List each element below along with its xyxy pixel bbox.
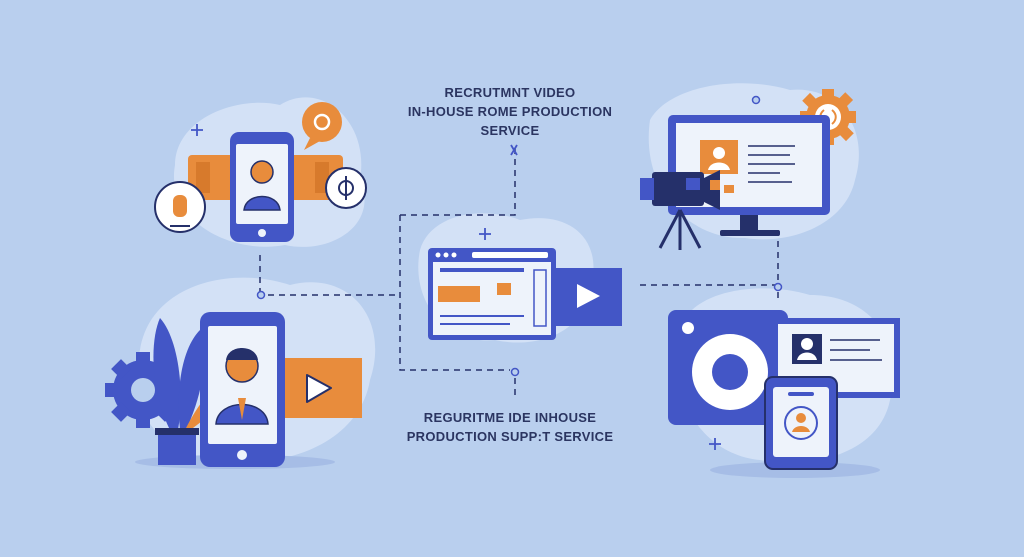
video-camera-icon (640, 170, 734, 250)
caption-top: RECRUTMNT VIDEO IN-HOUSE ROME PRODUCTION… (360, 83, 660, 140)
microphone-icon (154, 181, 206, 233)
browser-window-icon (428, 248, 556, 340)
plant-icon (153, 318, 225, 465)
caption-top-line-2: IN-HOUSE ROME PRODUCTION (407, 104, 613, 119)
camera-lens-icon (668, 310, 788, 425)
id-badge-phone-icon (764, 376, 838, 470)
play-button-icon (556, 268, 622, 326)
caption-bottom: REGURITME IDE INHOUSE PRODUCTION SUPP:T … (345, 408, 675, 446)
smartphone-profile-icon (230, 132, 294, 242)
caption-top-line-3: SERVICE (480, 123, 540, 138)
connector-nodes (256, 95, 783, 377)
profile-card-icon (772, 318, 900, 398)
caption-bottom-line-1: REGURITME IDE INHOUSE (423, 410, 597, 425)
sparkle-marks (191, 124, 721, 450)
connector-lines (259, 145, 779, 400)
chat-bubble-icon (302, 102, 342, 150)
play-button-icon (270, 358, 362, 418)
caption-top-line-1: RECRUTMNT VIDEO (444, 85, 576, 100)
audio-knob-icon (325, 167, 367, 209)
caption-bottom-line-2: PRODUCTION SUPP:T SERVICE (406, 429, 614, 444)
smartphone-video-icon (200, 312, 285, 467)
